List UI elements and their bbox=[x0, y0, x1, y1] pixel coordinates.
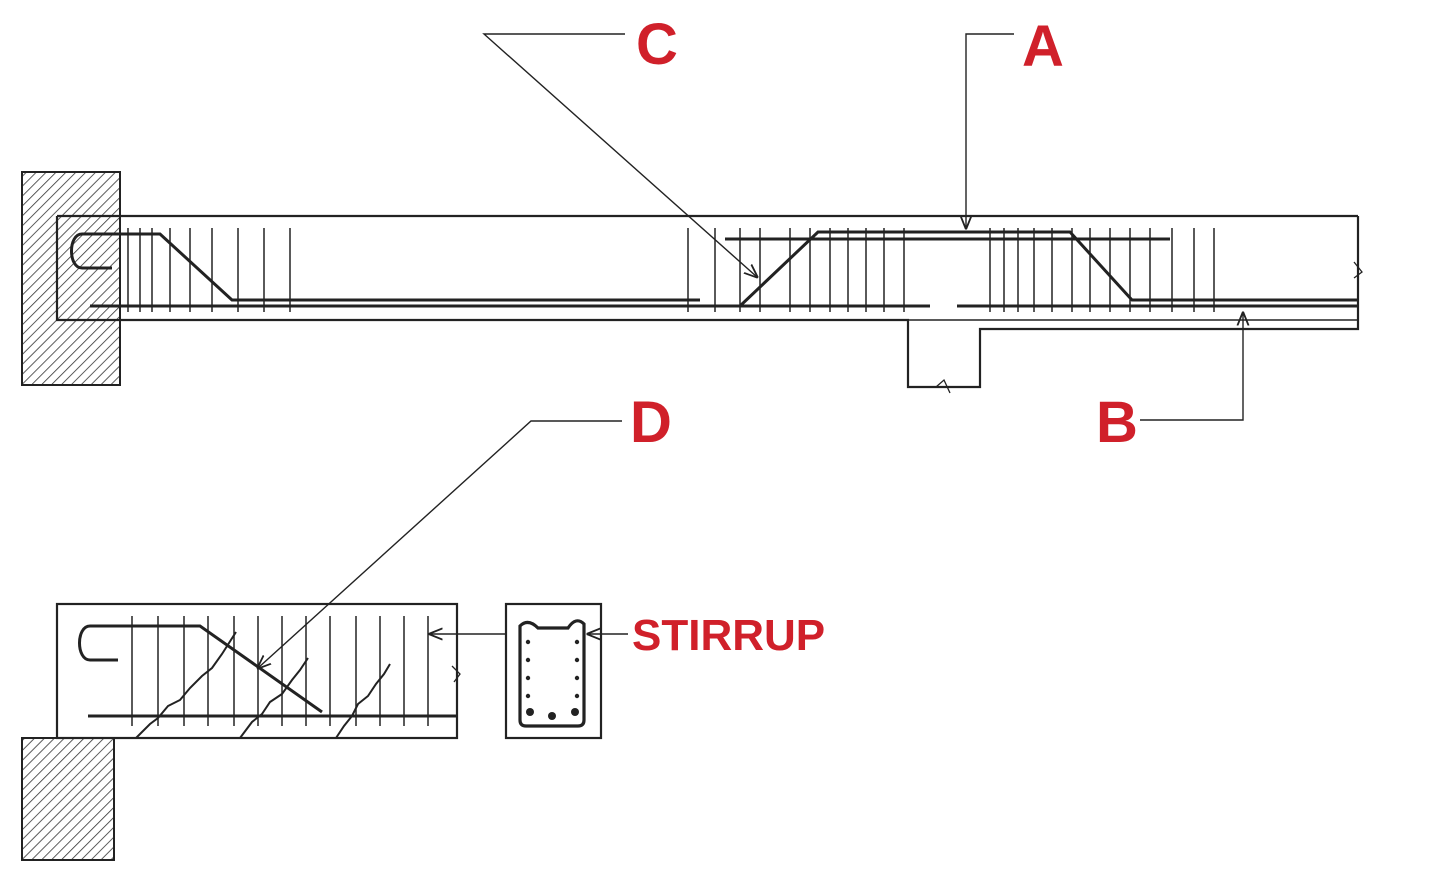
label-d: D bbox=[630, 390, 672, 455]
label-stirrup: STIRRUP bbox=[632, 611, 825, 660]
stirrup-loop bbox=[518, 619, 586, 728]
leader-c bbox=[482, 33, 757, 277]
bottom-leaders bbox=[258, 420, 628, 668]
bottom-hooked-bent-bar bbox=[78, 624, 323, 714]
top-wall-support bbox=[21, 171, 121, 386]
leader-d bbox=[258, 420, 622, 668]
section-dots bbox=[525, 639, 580, 720]
leader-b bbox=[1140, 313, 1243, 421]
break-mark-right bbox=[1353, 261, 1363, 279]
hooked-bent-bar-left bbox=[70, 232, 700, 302]
bottom-beam bbox=[21, 602, 461, 861]
bottom-break-mark bbox=[451, 665, 461, 683]
label-c: C bbox=[636, 12, 678, 77]
break-mark-bottom bbox=[935, 378, 951, 394]
cross-section bbox=[504, 602, 603, 740]
bottom-wall-support bbox=[21, 737, 115, 861]
section-outline bbox=[504, 602, 603, 740]
bent-up-bar-middle bbox=[738, 230, 1358, 308]
middle-stirrups bbox=[687, 228, 905, 312]
label-b: B bbox=[1096, 390, 1138, 455]
left-stirrups bbox=[127, 228, 291, 312]
right-stirrups bbox=[989, 228, 1215, 312]
top-leaders bbox=[482, 33, 1243, 421]
leader-a bbox=[966, 33, 1014, 228]
shear-cracks bbox=[135, 631, 391, 739]
top-beam bbox=[21, 171, 1363, 394]
label-a: A bbox=[1022, 14, 1064, 79]
bottom-stirrups bbox=[131, 616, 429, 726]
